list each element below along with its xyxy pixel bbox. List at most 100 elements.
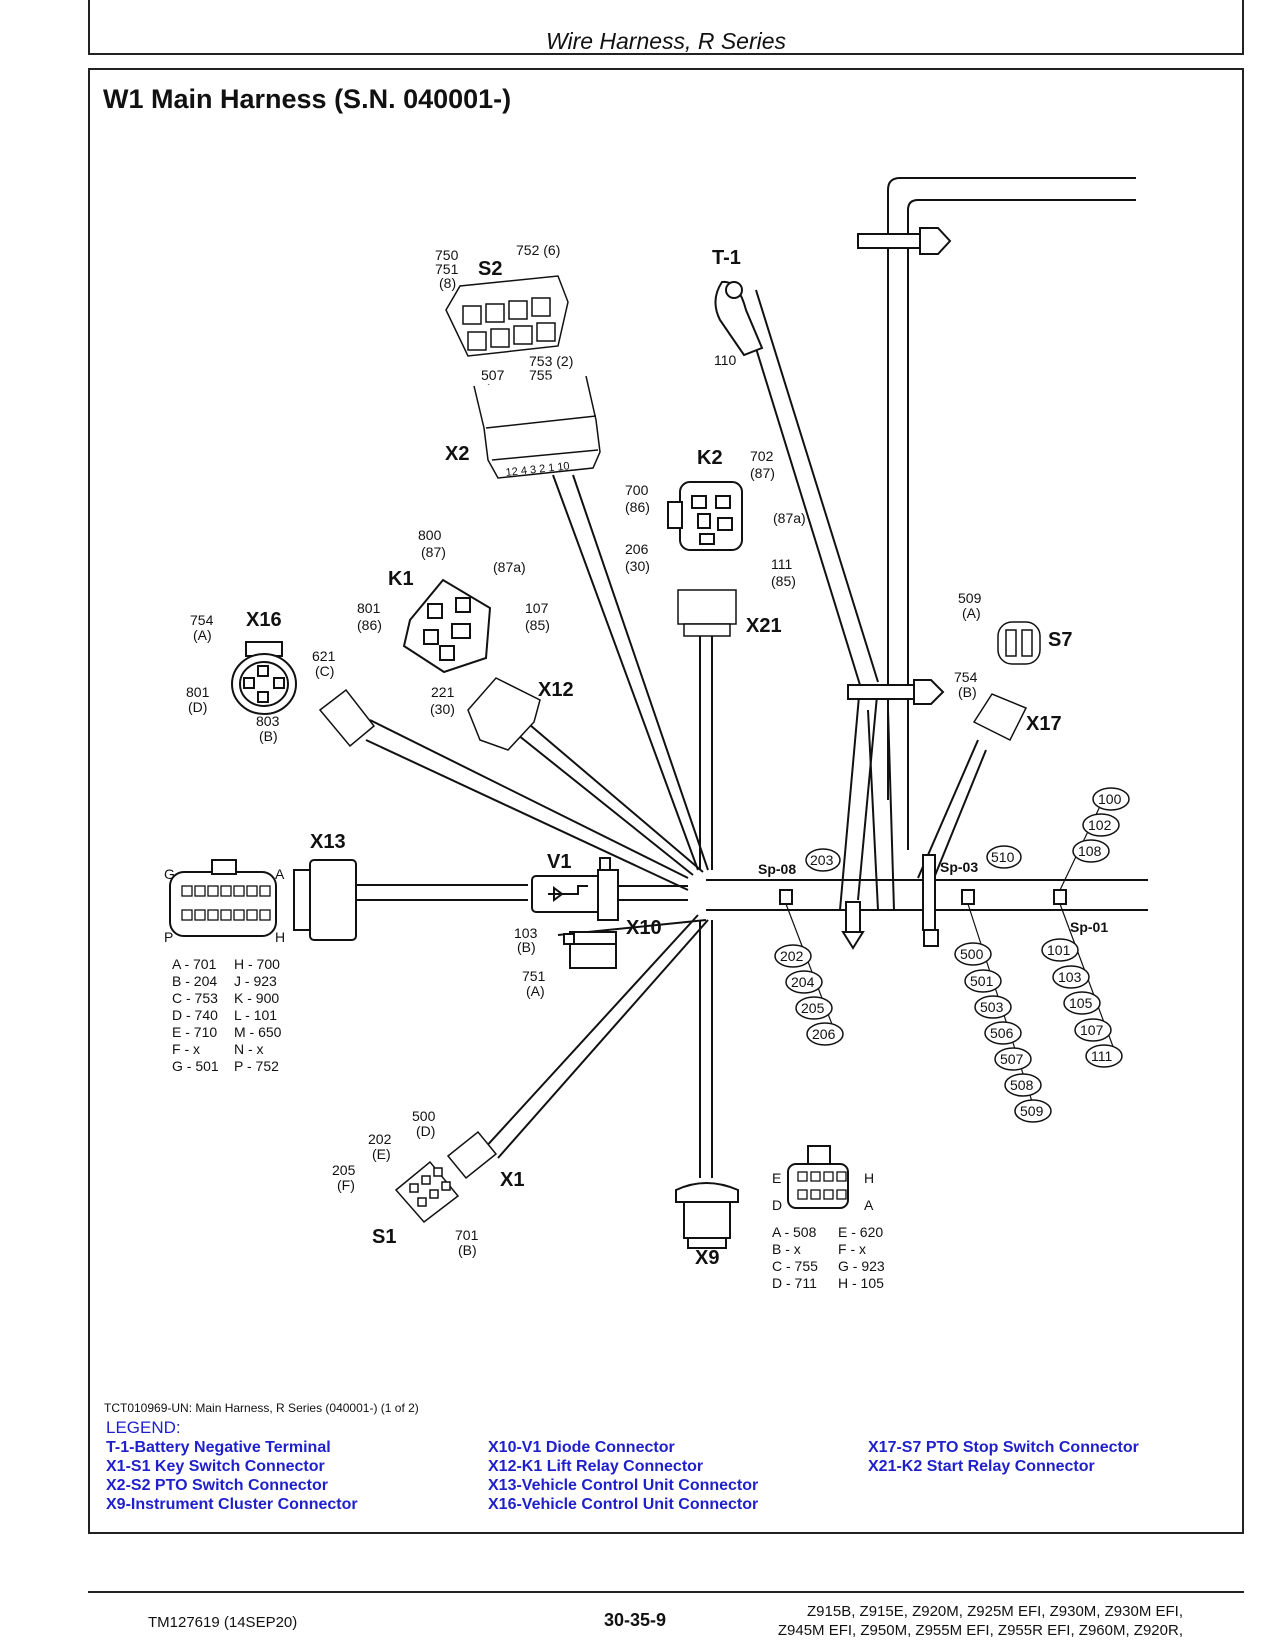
- k2-label-700: 700: [625, 482, 649, 498]
- x1-connector: [446, 1130, 498, 1180]
- wire-frame-join: [867, 709, 895, 911]
- x13-vcu-connector: [169, 859, 357, 941]
- x16-label-801: 801: [186, 684, 210, 700]
- splice-sp03-wire: 508: [1010, 1077, 1034, 1093]
- k1-label-30: (30): [430, 701, 455, 717]
- k1-label-221: 221: [431, 684, 455, 700]
- x9-name: X9: [695, 1247, 719, 1269]
- k2-label-30: (30): [625, 558, 650, 574]
- k1-label-800: 800: [418, 527, 442, 543]
- x13-name: X13: [310, 831, 346, 853]
- s2-name: S2: [478, 258, 502, 280]
- footer-models-line: Z915B, Z915E, Z920M, Z925M EFI, Z930M, Z…: [807, 1603, 1183, 1620]
- trunk-clip-b: [922, 854, 936, 931]
- legend-item: T-1-Battery Negative Terminal: [106, 1439, 331, 1456]
- x13-pin-left: D - 740: [172, 1007, 218, 1023]
- splice-sp01-wire: 108: [1078, 843, 1102, 859]
- x13-pin-left: A - 701: [172, 956, 217, 972]
- v1-diode: [531, 857, 619, 921]
- harness-diagram: T-1 110 S2 750 751 (8) 752 (6) 753 (2) 7…: [164, 177, 1148, 1291]
- s1-label-e: (E): [372, 1146, 391, 1162]
- splice-sp01: Sp-01 100 102 108 101 103 105 107 111: [1041, 787, 1130, 1068]
- x13-corner-p: P: [164, 929, 173, 945]
- frame-clip-top: [857, 233, 921, 249]
- splice-sp08-wire: 205: [801, 1000, 825, 1016]
- k2-name: K2: [697, 447, 723, 469]
- wire-x13: [356, 884, 528, 901]
- x9-corner-h: H: [864, 1170, 874, 1186]
- s1-label-d: (D): [416, 1123, 435, 1139]
- x1-name: X1: [500, 1169, 524, 1191]
- splice-sp03-wire: 501: [970, 973, 994, 989]
- splice-sp03-wire: 506: [990, 1025, 1014, 1041]
- x9-pin-left: D - 711: [772, 1275, 817, 1291]
- k2-label-87a: (87a): [773, 510, 806, 526]
- v1-name: V1: [547, 851, 571, 873]
- k1-relay: [402, 578, 492, 674]
- figure-caption: TCT010969-UN: Main Harness, R Series (04…: [104, 1401, 419, 1415]
- k1-label-801: 801: [357, 600, 381, 616]
- splice-sp03-label: Sp-03: [940, 859, 978, 875]
- splice-sp01-wire: 103: [1058, 969, 1082, 985]
- splice-sp08-wire: 203: [810, 852, 834, 868]
- x9-corner-d: D: [772, 1197, 782, 1213]
- x13-pin-left: F - x: [172, 1041, 200, 1057]
- t1-name: T-1: [712, 247, 741, 269]
- x9-pin-table: A - 508 B - x C - 755 D - 711 E - 620 F …: [772, 1224, 885, 1291]
- splice-sp01-wire: 105: [1069, 995, 1093, 1011]
- x13-pin-left: B - 204: [172, 973, 217, 989]
- frame-clip-head-top: [919, 227, 952, 255]
- x9-corner-e: E: [772, 1170, 781, 1186]
- s1-label-701: 701: [455, 1227, 479, 1243]
- x9-pin-left: C - 755: [772, 1258, 818, 1274]
- splice-sp01-wire: 107: [1080, 1022, 1104, 1038]
- k2-label-87: (87): [750, 465, 775, 481]
- s1-key-switch: [394, 1160, 460, 1224]
- s2-label-753: 753 (2): [529, 353, 573, 369]
- legend-item: X16-Vehicle Control Unit Connector: [488, 1496, 759, 1513]
- k2-relay: [667, 481, 743, 551]
- legend-column-1: T-1-Battery Negative Terminal X1-S1 Key …: [106, 1438, 358, 1514]
- frame-wire-outer: [887, 177, 1136, 800]
- legend-item: X1-S1 Key Switch Connector: [106, 1458, 325, 1475]
- k1-label-86: (86): [357, 617, 382, 633]
- x2-connector: [473, 375, 601, 479]
- k2-label-206: 206: [625, 541, 649, 557]
- legend-item: X13-Vehicle Control Unit Connector: [488, 1477, 759, 1494]
- x9-face: [787, 1145, 849, 1209]
- splice-sp08-wire: 202: [780, 948, 804, 964]
- k2-label-85: (85): [771, 573, 796, 589]
- x10-name: X10: [626, 917, 662, 939]
- s2-label-507: 507: [481, 367, 505, 383]
- x16-mate-plug: [318, 688, 376, 748]
- wire-x16: [365, 719, 689, 891]
- splice-sp08-wire: 206: [812, 1026, 836, 1042]
- splice-sp01-wire: 100: [1098, 791, 1122, 807]
- x9-corner-a: A: [864, 1197, 874, 1213]
- s7-label-754: 754: [954, 669, 978, 685]
- x12-name: X12: [538, 679, 574, 701]
- x21-name: X21: [746, 615, 782, 637]
- x16-connector: [231, 641, 297, 715]
- x13-pin-right: N - x: [234, 1041, 264, 1057]
- trunk-clip-b-head: [923, 929, 939, 947]
- footer-doc-id: TM127619 (14SEP20): [148, 1614, 298, 1631]
- wire-x2: [552, 474, 709, 871]
- x16-label-a: (A): [193, 627, 212, 643]
- x9-pin-right: H - 105: [838, 1275, 884, 1291]
- x13-pin-left: G - 501: [172, 1058, 219, 1074]
- s7-name: S7: [1048, 629, 1072, 651]
- k2-label-86: (86): [625, 499, 650, 515]
- x16-label-754: 754: [190, 612, 214, 628]
- splice-sp03-wire: 510: [991, 849, 1015, 865]
- k1-label-87: (87): [421, 544, 446, 560]
- x13-pin-right: P - 752: [234, 1058, 279, 1074]
- x9-pin-right: E - 620: [838, 1224, 883, 1240]
- splice-sp01-wire: 101: [1047, 942, 1071, 958]
- legend-item: X10-V1 Diode Connector: [488, 1439, 675, 1456]
- footer-models: Z915B, Z915E, Z920M, Z925M EFI, Z930M, Z…: [728, 1602, 1183, 1640]
- legend-item: X12-K1 Lift Relay Connector: [488, 1458, 704, 1475]
- k1-label-87a: (87a): [493, 559, 526, 575]
- splice-sp03-wire: 507: [1000, 1051, 1024, 1067]
- s1-name: S1: [372, 1226, 396, 1248]
